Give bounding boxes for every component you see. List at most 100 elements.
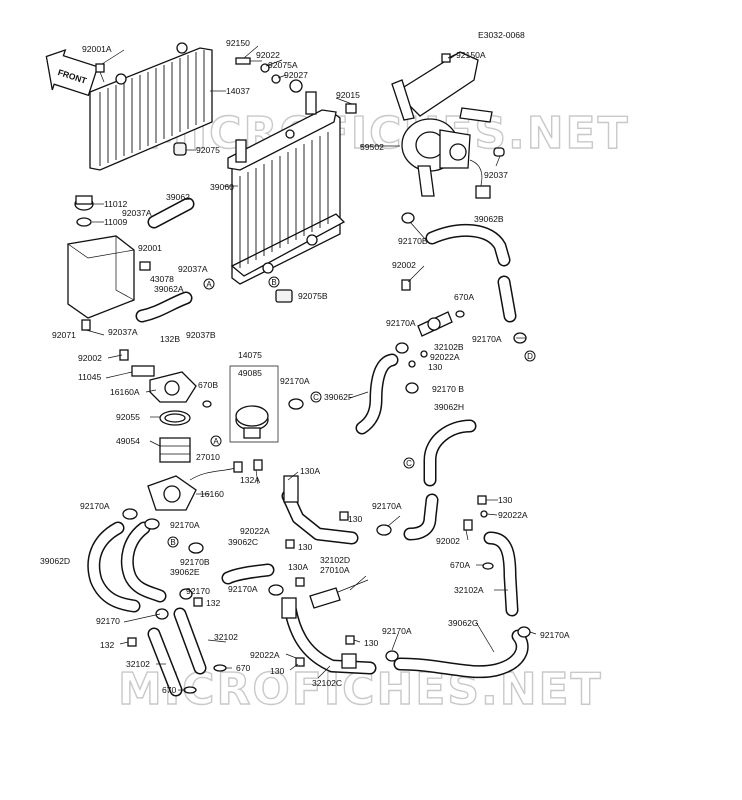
part-label: 39062D: [40, 556, 70, 566]
part-label: 92170A: [80, 501, 110, 511]
part-label: 39060: [210, 182, 234, 192]
watermark-top: MICROFICHES.NET: [145, 108, 630, 159]
thermo-switch-wire: [189, 459, 263, 481]
part-label: 49085: [238, 368, 262, 378]
hose-39062E: [120, 521, 167, 603]
callout-A-1: A: [203, 278, 215, 290]
part-label: 92027: [284, 70, 308, 80]
callout-B-2: B: [167, 536, 179, 548]
part-label: 39062E: [170, 567, 200, 577]
part-label: 92037A: [178, 264, 208, 274]
hose-39062C: [221, 563, 275, 585]
part-label: 39062B: [474, 214, 504, 224]
part-label: 92170A: [382, 626, 412, 636]
part-label: 92037: [484, 170, 508, 180]
part-label: 92022: [256, 50, 280, 60]
part-label: 39062G: [448, 618, 479, 628]
part-label: 39062: [166, 192, 190, 202]
part-label: 92075B: [298, 291, 328, 301]
part-label: 11009: [104, 217, 127, 227]
part-label: 92001A: [82, 44, 112, 54]
part-label: 130: [298, 542, 313, 552]
svg-text:D: D: [527, 352, 533, 361]
part-label: 16160A: [110, 387, 140, 397]
radiator-shroud: [89, 42, 213, 171]
hose-39062F: [355, 353, 399, 435]
svg-text:B: B: [170, 538, 175, 547]
callout-C-2: C: [403, 457, 415, 469]
part-label: 92015: [336, 90, 360, 100]
upper-hose: [425, 223, 517, 323]
overflow-hose: [147, 197, 195, 229]
part-label: 14075: [238, 350, 262, 360]
part-label: 92170: [186, 586, 210, 596]
hose-fitting: [395, 212, 527, 394]
part-label: 32102B: [434, 342, 464, 352]
part-label: 32102: [214, 632, 238, 642]
radiator-cap: [229, 365, 279, 443]
part-label: 130: [364, 638, 379, 648]
part-label: 32102D: [320, 555, 350, 565]
part-label: 92170: [96, 616, 120, 626]
part-label: 132B: [160, 334, 180, 344]
part-label: 132A: [240, 475, 260, 485]
svg-text:C: C: [313, 393, 319, 402]
part-label: 92170A: [280, 376, 310, 386]
part-label: 92150: [226, 38, 250, 48]
reservoir-tank: [67, 195, 151, 331]
svg-text:A: A: [206, 280, 212, 289]
part-label: 92022A: [430, 352, 460, 362]
part-label: 670: [236, 663, 251, 673]
part-label: 130: [428, 362, 443, 372]
water-pipe: [281, 475, 359, 549]
part-label: 92002: [392, 260, 416, 270]
part-label: 670A: [454, 292, 474, 302]
screw-icon: [235, 57, 357, 114]
svg-text:A: A: [213, 437, 219, 446]
right-pipe: [463, 495, 519, 617]
hose-clamp-icon: [122, 398, 392, 596]
svg-text:C: C: [406, 459, 412, 468]
part-label: 92170B: [398, 236, 428, 246]
part-label: 11045: [78, 372, 101, 382]
reservoir-hose: [135, 291, 193, 323]
part-label: 39062A: [154, 284, 184, 294]
part-label: 92002: [78, 353, 102, 363]
callout-B-1: B: [268, 276, 280, 288]
part-label: 92170A: [228, 584, 258, 594]
part-label: 39062F: [324, 392, 353, 402]
part-label: 92075: [196, 145, 220, 155]
part-label: 92037A: [108, 327, 138, 337]
part-label: 43078: [150, 274, 174, 284]
callout-D-1: D: [524, 350, 536, 362]
part-label: 670B: [198, 380, 218, 390]
part-label: 16160: [200, 489, 224, 499]
part-label: 130A: [288, 562, 308, 572]
part-label: 92170A: [472, 334, 502, 344]
lower-pipe: [281, 577, 377, 675]
part-label: 130A: [300, 466, 320, 476]
thermostat-housing: [119, 349, 212, 511]
part-label: 92001: [138, 243, 162, 253]
part-label: 670A: [450, 560, 470, 570]
part-label: 27010: [196, 452, 220, 462]
grommet-icon: [173, 142, 187, 156]
radiator-core: [227, 91, 346, 285]
part-label: 59502: [360, 142, 384, 152]
hose-39062D: [87, 521, 141, 613]
grommet-icon: [275, 289, 293, 303]
bolt-icon: [95, 63, 105, 83]
hose-39062G: [385, 626, 531, 679]
part-label: 92022A: [498, 510, 528, 520]
part-label: 92071: [52, 330, 76, 340]
part-label: 130: [498, 495, 513, 505]
part-labels: 92001A 14037 92075 92150 92022 92075A 92…: [40, 38, 570, 695]
part-label: 92170A: [540, 630, 570, 640]
part-label: 14037: [226, 86, 250, 96]
part-label: 92037B: [186, 330, 216, 340]
thermo-switch: [309, 579, 369, 609]
svg-text:B: B: [271, 278, 276, 287]
leader-lines: [85, 45, 537, 691]
part-label: 92075A: [268, 60, 298, 70]
